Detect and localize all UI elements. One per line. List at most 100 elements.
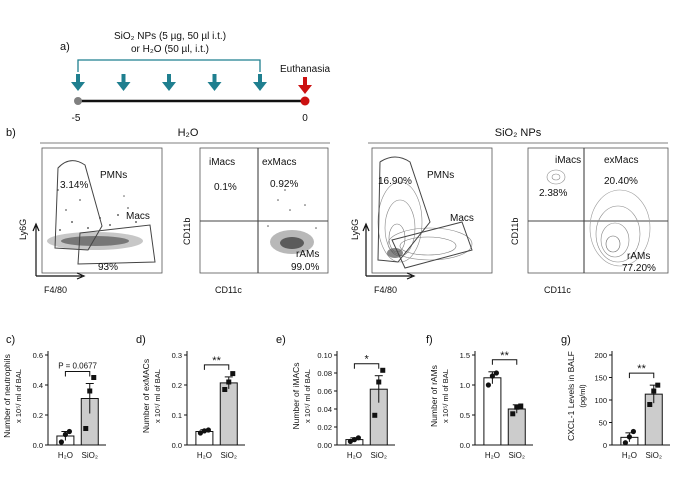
significance-label: *	[364, 354, 369, 366]
y-tick-label: 150	[594, 374, 607, 383]
x-tick-label: SiO₂	[371, 451, 387, 460]
panel-a: a) SiO₂ NPs (5 µg, 50 µl i.t.) or H₂O (5…	[60, 31, 330, 124]
quadrant-label-exmacs: exMacs	[604, 155, 638, 166]
y-tick-label: 1.0	[460, 381, 470, 390]
treatment-bracket	[77, 59, 261, 72]
start-day-label: -5	[72, 113, 81, 124]
y-axis-label-unit: x 10⁵/ ml of BAL	[153, 369, 162, 423]
y-tick-label: 200	[594, 351, 607, 360]
data-point	[66, 428, 72, 435]
quadrant-pct-rams: 77.20%	[622, 263, 656, 274]
data-point	[355, 435, 361, 441]
data-point	[510, 411, 516, 417]
data-point	[626, 434, 633, 440]
contour	[551, 173, 561, 181]
contour	[399, 236, 457, 256]
y-tick-label: 0.2	[172, 381, 182, 390]
y-axis-label: CD11b	[182, 218, 192, 245]
y-tick-label: 50	[599, 419, 607, 428]
y-tick-label: 0.6	[33, 351, 43, 360]
plot-frame	[41, 147, 163, 274]
bar	[483, 377, 502, 446]
mac-gate	[391, 221, 473, 269]
y-axis-label: CD11b	[510, 218, 520, 245]
plot-frame	[527, 147, 669, 274]
panel-b: b) H₂O SiO₂ NPs PMNs 3.14% Macs 93% Ly6G…	[6, 127, 669, 295]
quadrant-pct-exmacs: 0.92%	[270, 179, 298, 190]
quadrant-pct-rams: 99.0%	[291, 262, 319, 273]
gate-label-pmns: PMNs	[100, 170, 127, 181]
x-axis-label: CD11c	[544, 285, 571, 295]
panel-label: e)	[276, 334, 286, 346]
start-dot	[74, 97, 82, 105]
data-point	[372, 412, 378, 418]
euthanasia-arrow	[298, 77, 312, 94]
gate-label-macs: Macs	[450, 213, 474, 224]
quadrant-label-exmacs: exMacs	[262, 157, 296, 168]
quadrant-label-rams: rAMs	[627, 251, 650, 262]
significance-bracket	[628, 372, 655, 379]
contour	[377, 181, 423, 263]
data-point	[58, 439, 64, 445]
x-tick-label: SiO₂	[646, 451, 662, 460]
flow-plot-sio2-cd11b: iMacs 2.38% exMacs 20.40% rAMs 77.20% CD…	[510, 147, 669, 295]
end-dot	[300, 96, 310, 106]
y-axis-label-unit: x 10⁵/ ml of BAL	[303, 369, 312, 423]
gate-pct-pmns: 16.90%	[378, 176, 412, 187]
group-title-sio2: SiO₂ NPs	[495, 127, 542, 139]
y-tick-label: 0.00	[317, 441, 332, 450]
y-axis-label: CXCL-1 Levels in BALF	[566, 351, 576, 441]
contour	[595, 205, 641, 263]
data-point	[230, 371, 236, 377]
x-axis-label: CD11c	[215, 285, 242, 295]
cell-cloud-core	[280, 237, 304, 249]
y-tick-label: 0.10	[317, 351, 332, 360]
x-tick-label: H₂O	[197, 451, 212, 460]
contour	[387, 227, 473, 261]
contour	[546, 169, 566, 185]
pmn-gate	[377, 156, 431, 263]
y-axis-label-unit: x 10⁵/ ml of BAL	[14, 369, 23, 423]
panel-label: c)	[6, 334, 15, 346]
panel-label: g)	[561, 334, 571, 346]
y-tick-label: 0.5	[460, 411, 470, 420]
treatment-line-1: SiO₂ NPs (5 µg, 50 µl i.t.)	[114, 31, 226, 42]
data-point	[83, 426, 89, 431]
flow-plot-h2o-cd11b: iMacs 0.1% exMacs 0.92% rAMs 99.0% CD11b…	[182, 147, 329, 295]
significance-label: **	[212, 355, 221, 367]
gate-label-macs: Macs	[126, 211, 150, 222]
data-point	[655, 382, 661, 388]
y-axis-label: Ly6G	[350, 219, 360, 240]
y-tick-label: 0.08	[317, 369, 332, 378]
scatter-dots	[267, 189, 317, 229]
dose-arrow	[207, 74, 222, 91]
data-point	[91, 375, 97, 380]
gate-pct-macs: 93%	[98, 262, 118, 273]
plot-frame	[199, 147, 329, 274]
y-tick-label: 0.06	[317, 387, 332, 396]
x-axis-label: F4/80	[374, 285, 397, 295]
y-axis-label: Number of exMACs	[141, 359, 151, 433]
contour	[387, 248, 403, 258]
y-tick-label: 0.2	[33, 411, 43, 420]
x-tick-label: H₂O	[347, 451, 362, 460]
end-day-label: 0	[302, 113, 308, 124]
contour	[600, 222, 630, 258]
quadrant-pct-imacs: 2.38%	[539, 188, 567, 199]
data-point	[87, 388, 93, 394]
y-axis-label: Number of neutrophils	[2, 354, 12, 438]
significance-label: P = 0.0677	[58, 362, 97, 371]
y-tick-label: 100	[594, 396, 607, 405]
data-point	[493, 370, 499, 376]
y-axis-label: Number of iMACs	[291, 362, 301, 429]
quadrant-pct-imacs: 0.1%	[214, 182, 237, 193]
quadrant-label-rams: rAMs	[296, 249, 319, 260]
y-tick-label: 0.1	[172, 411, 182, 420]
data-point	[518, 403, 524, 409]
pmn-gate	[54, 160, 103, 251]
